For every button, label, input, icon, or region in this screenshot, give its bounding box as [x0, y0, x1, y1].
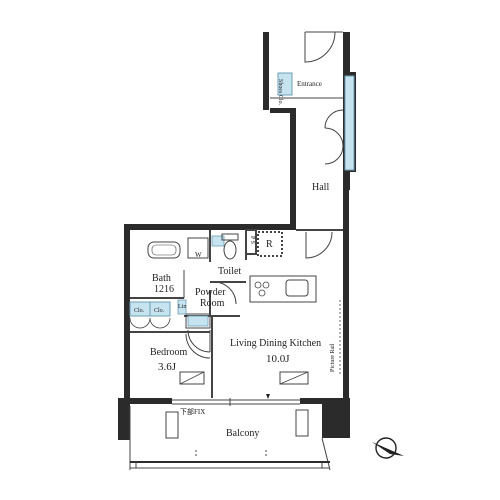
refrigerator-label: R: [266, 239, 273, 250]
ps-label: P S: [249, 236, 255, 244]
walls: [118, 32, 356, 440]
balcony-label: Balcony: [226, 428, 259, 439]
ac-unit-bedroom: [179, 371, 205, 385]
powder-room-fixtures: [177, 299, 211, 353]
linen-label: Lin: [178, 304, 186, 310]
hall-storage: [344, 75, 355, 171]
washer-label: W: [195, 251, 202, 259]
ldk-label: Living Dining Kitchen: [230, 338, 321, 349]
shoes-closet: [277, 72, 293, 96]
closet-label-2: Clo.: [154, 308, 165, 314]
washer: [187, 237, 209, 259]
powder-room-label-2: Room: [200, 298, 225, 309]
picture-rail-label: Picture Rail: [330, 343, 336, 372]
ac-unit-ldk: [279, 371, 309, 385]
balcony: [129, 394, 331, 471]
kitchen-counter: [249, 275, 317, 303]
hall-label: Hall: [312, 182, 329, 193]
ldk-size: 10.0J: [266, 353, 290, 365]
bath-size: 1216: [154, 284, 174, 295]
labels: Entrance Shoes Clo. Hall P S R W Toilet …: [134, 79, 336, 439]
toilet-fixture: [213, 233, 239, 305]
closet-label-1: Clo.: [134, 308, 145, 314]
fix-window-label: 下部FIX: [180, 407, 205, 416]
compass-icon: [372, 437, 404, 459]
entrance-label: Entrance: [297, 80, 322, 88]
partitions: [130, 229, 343, 398]
powder-room-label-1: Powder: [195, 287, 226, 298]
shoes-closet-label: Shoes Clo.: [277, 79, 283, 106]
bedroom-closets: [129, 301, 211, 359]
entrance-area: [270, 31, 355, 259]
bath-area: [147, 241, 185, 298]
toilet-label: Toilet: [218, 266, 241, 277]
bath-label: Bath: [152, 273, 171, 284]
bedroom-label: Bedroom: [150, 347, 187, 358]
bedroom-size: 3.6J: [158, 361, 177, 373]
